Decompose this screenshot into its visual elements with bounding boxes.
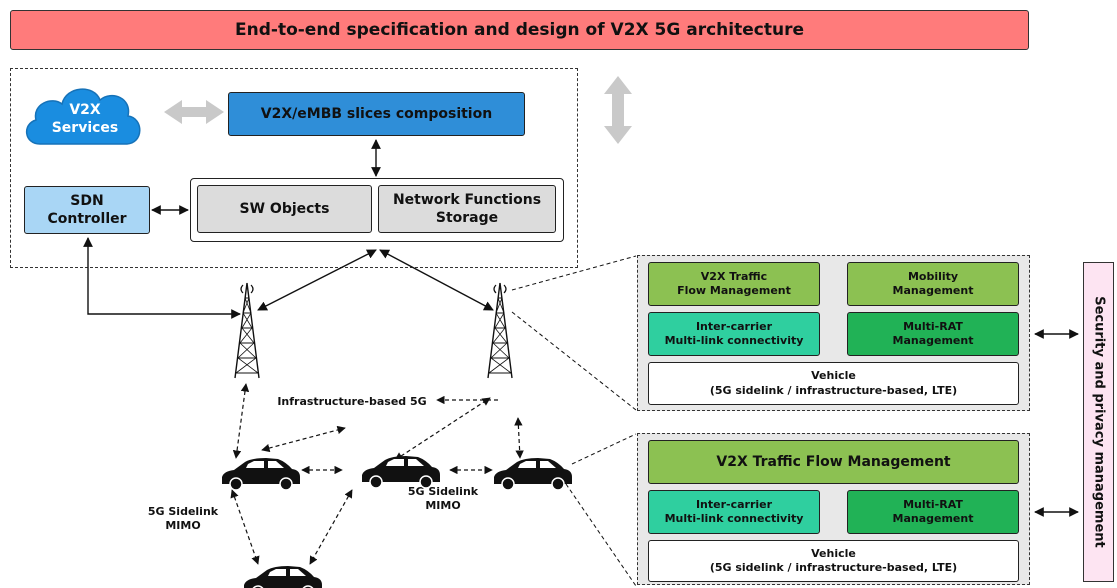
top-traffic-line2: Flow Management [677,284,791,297]
top-intercarrier-line2: Multi-link connectivity [664,334,804,347]
cloud-icon [26,88,141,145]
bottom-intercarrier-line1: Inter-carrier [695,497,773,511]
sdn-controller-box: SDN Controller [24,186,150,234]
nf-storage-line1: Network Functions [392,191,542,208]
tower-left-icon [234,282,260,379]
bottom-intercarrier-line2: Multi-link connectivity [664,512,804,525]
top-vehicle-line1: Vehicle [811,369,856,383]
sidelink-left-line2: MIMO [165,519,201,533]
top-mobility-box: Mobility Management [847,262,1019,306]
top-intercarrier-box: Inter-carrier Multi-link connectivity [648,312,820,356]
bottom-traffic-flow-box: V2X Traffic Flow Management [648,440,1019,484]
sidelink-right-line2: MIMO [425,499,461,513]
infrastructure-5g-label: Infrastructure-based 5G [277,395,427,408]
bottom-vehicle-line1: Vehicle [811,546,856,560]
bottom-multirat-box: Multi-RAT Management [847,490,1019,534]
top-mobility-line2: Management [892,284,974,297]
bottom-vehicle-box: Vehicle (5G sidelink / infrastructure-ba… [648,540,1019,582]
sw-objects-box: SW Objects [197,185,372,233]
security-privacy-bar: Security and privacy management [1083,262,1114,582]
top-vehicle-line2: (5G sidelink / infrastructure-based, LTE… [709,383,958,397]
top-traffic-flow-box: V2X Traffic Flow Management [648,262,820,306]
diagram-title: End-to-end specification and design of V… [10,10,1029,50]
nf-storage-box: Network Functions Storage [378,185,556,233]
bottom-intercarrier-box: Inter-carrier Multi-link connectivity [648,490,820,534]
sidelink-left-label: 5G Sidelink MIMO [138,505,228,534]
top-vehicle-box: Vehicle (5G sidelink / infrastructure-ba… [648,362,1019,405]
car-bottom-icon [243,565,323,588]
bottom-vehicle-line2: (5G sidelink / infrastructure-based, LTE… [709,561,958,574]
car-left-icon [221,457,301,491]
bottom-multirat-line2: Management [892,512,974,525]
car-middle-icon [361,455,441,489]
cloud-label-line1: V2X [69,102,101,118]
bottom-multirat-line1: Multi-RAT [903,497,963,511]
sidelink-left-line1: 5G Sidelink [147,505,219,518]
sdn-line1: SDN [70,192,104,209]
top-intercarrier-line1: Inter-carrier [695,319,773,333]
top-multirat-box: Multi-RAT Management [847,312,1019,356]
top-multirat-line1: Multi-RAT [903,319,963,333]
sdn-line2: Controller [47,211,127,227]
top-multirat-line2: Management [892,334,974,347]
slices-composition-box: V2X/eMBB slices composition [228,92,525,136]
top-traffic-line1: V2X Traffic [700,269,768,283]
top-mobility-line1: Mobility [907,269,959,283]
cloud-label-line2: Services [51,119,119,136]
nf-storage-line2: Storage [435,210,499,226]
tower-right-icon [487,282,513,379]
car-right-icon [493,457,573,491]
cloud-label: V2X Services [40,102,130,137]
